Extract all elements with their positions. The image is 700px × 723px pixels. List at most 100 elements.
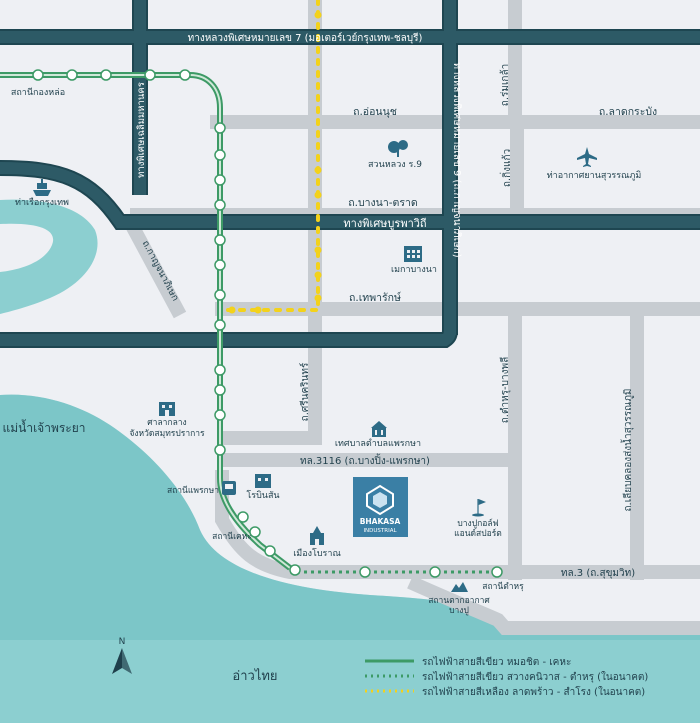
points-of-interest: สถานีกองหล่อ ท่าเรือกรุงเทพ สวนหลวง ร.9 … (2, 87, 641, 684)
yellow-line-station (314, 246, 322, 254)
government-building-icon (159, 402, 175, 416)
yellow-line-station (254, 306, 262, 314)
green-line-station (214, 409, 226, 421)
green-line-station (264, 545, 276, 557)
yellow-line-future (220, 0, 320, 312)
yellow-line-station (314, 166, 322, 174)
airplane-icon (577, 147, 597, 167)
label-bangpu-resort-line2: บางปู (449, 606, 469, 616)
label-suan-luang: สวนหลวง ร.9 (368, 160, 422, 170)
legend-yellow-dotted-label: รถไฟฟ้าสายสีเหลือง ลาดพร้าว - สำโรง (ในอ… (422, 685, 645, 698)
green-line-station (359, 566, 371, 578)
chao-phraya-upper-river (0, 199, 98, 314)
label-burapha-withi: ทางพิเศษบูรพาวิถี (343, 217, 426, 230)
green-line-station (214, 174, 226, 186)
temple-icon (310, 526, 324, 545)
label-king-kaeo: ถ.กิ่งแก้ว (499, 149, 513, 187)
green-line-station (144, 69, 156, 81)
label-bangpu-resort-line1: สถานตากอากาศ (428, 596, 490, 606)
yellow-line-stations (228, 11, 322, 314)
green-line-station (289, 564, 301, 576)
green-line-station (214, 384, 226, 396)
brand-name: BHAKASA (360, 517, 401, 526)
green-line-station (214, 122, 226, 134)
road-sukhumvit-coast (407, 575, 700, 635)
green-line-station (214, 234, 226, 246)
label-kong-lo-station: สถานีกองหล่อ (11, 87, 65, 98)
label-tamru-station: สถานีตำหรุ (482, 581, 524, 592)
bhakasa-logo: BHAKASA INDUSTRIAL (353, 477, 408, 537)
mall-icon (404, 246, 422, 262)
green-line-station (214, 319, 226, 331)
legend: รถไฟฟ้าสายสีเขียว หมอชิต - เคหะ รถไฟฟ้าส… (365, 656, 648, 698)
green-line-station (249, 526, 261, 538)
expressways (0, 0, 700, 348)
label-rom-klao: ถ.ร่มเกล้า (499, 64, 511, 106)
resort-icon (451, 582, 468, 592)
yellow-line-station (228, 306, 236, 314)
label-on-nut: ถ.อ่อนนุช (353, 106, 397, 118)
expressway-burapha-withi (0, 162, 700, 228)
ship-icon (33, 179, 51, 196)
road-labels: ทางหลวงพิเศษหมายเลข 7 (มอเตอร์เวย์กรุงเท… (136, 32, 657, 579)
legend-green-solid-label: รถไฟฟ้าสายสีเขียว หมอชิต - เคหะ (422, 656, 571, 668)
expressway-kanchanaphisek (0, 329, 456, 346)
government-building-icon (371, 421, 387, 437)
label-robinson: โรบินสัน (246, 490, 279, 501)
label-thepharak: ถ.เทพารักษ์ (349, 291, 401, 304)
green-line-stations (32, 69, 503, 578)
label-golf-line2: แอนด์สปอร์ต (454, 528, 502, 539)
label-kanchanaphisek-south: ถ.กาญจนาภิเษก (140, 239, 181, 303)
label-gulf: อ่าวไทย (232, 668, 277, 684)
label-chalong-rat: ทางพิเศษเฉลิมมหานคร (136, 82, 147, 178)
label-canal-suvarnabhumi: ถ.เลียบคลองส่งน้ำสุวรรณภูมิ (620, 388, 634, 511)
label-ancient-city: เมืองโบราณ (293, 548, 341, 559)
label-golf-line1: บางปูกอล์ฟ (457, 518, 498, 529)
green-line-station (66, 69, 78, 81)
label-motorway9: ทางหลวงพิเศษหมายเลข 9 (ถ.กาญจนาภิเษก) (451, 62, 462, 257)
green-line-station (100, 69, 112, 81)
brand-subtitle: INDUSTRIAL (363, 528, 397, 534)
label-chao-phraya: แม่น้ำเจ้าพระยา (2, 419, 85, 435)
label-port: ท่าเรือกรุงเทพ (15, 197, 69, 208)
golf-flag-icon (472, 499, 486, 517)
green-line-station (491, 566, 503, 578)
train-station-icon (222, 481, 236, 495)
label-srinakharin: ถ.ศรีนครินทร์ (299, 362, 311, 421)
label-sukhumvit: ทล.3 (ถ.สุขุมวิท) (561, 568, 635, 579)
green-line-station (214, 149, 226, 161)
mall-icon (255, 474, 271, 488)
label-praeksa-station: สถานีแพรกษา (167, 485, 219, 496)
tree-icon (388, 140, 408, 157)
green-line-station (179, 69, 191, 81)
label-praeksa-municipality: เทศบาลตำบลแพรกษา (335, 438, 421, 449)
green-line-station (214, 259, 226, 271)
label-tamru-bangphli: ถ.ตำหรุ-บางพลี (499, 357, 511, 423)
sea-gradient-band (0, 394, 700, 640)
road-kanchanaphisek-south (121, 214, 187, 319)
green-line-station (214, 364, 226, 376)
green-line-station (237, 511, 249, 523)
north-label: N (119, 637, 126, 647)
label-mega-bangna: เมกาบางนา (391, 265, 437, 275)
green-line-station (214, 289, 226, 301)
yellow-line-station (314, 11, 322, 19)
legend-green-dotted-label: รถไฟฟ้าสายสีเขียว สวางคนิวาส - ตำหรุ (ใน… (422, 671, 648, 683)
label-kheha-station: สถานีเคหะ (212, 531, 252, 542)
green-line-station (214, 444, 226, 456)
green-line-station (429, 566, 441, 578)
green-line-station (214, 199, 226, 211)
label-lat-krabang: ถ.ลาดกระบัง (599, 106, 657, 118)
label-tl3116: ทล.3116 (ถ.บางปิ้ง-แพรกษา) (300, 453, 430, 467)
label-bang-na-trat: ถ.บางนา-ตราด (348, 197, 417, 209)
yellow-line-station (314, 191, 322, 199)
label-city-hall-line1: ศาลากลาง (147, 418, 186, 428)
road-sukhumvit (215, 470, 700, 579)
label-motorway7: ทางหลวงพิเศษหมายเลข 7 (มอเตอร์เวย์กรุงเท… (188, 32, 423, 44)
yellow-line-station (314, 271, 322, 279)
green-line-station (32, 69, 44, 81)
gulf-of-thailand (0, 394, 700, 723)
sea-and-river (0, 199, 700, 723)
